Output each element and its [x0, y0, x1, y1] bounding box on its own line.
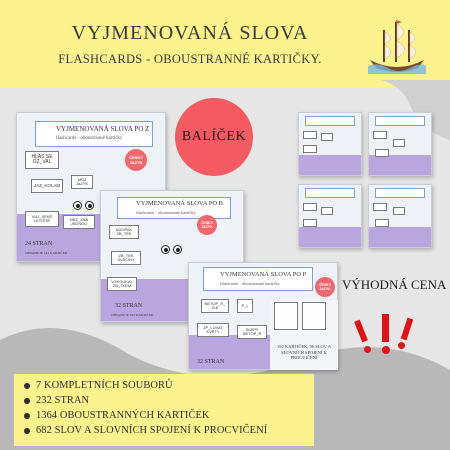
word-card: NEZ_ZNÁ JEDNOU: [63, 215, 95, 229]
card-header: VYJMENOVANÁ SLOVA PO B flashcards - obou…: [117, 197, 231, 219]
card-header: VYJMENOVANÁ SLOVA PO Z flashcards - obou…: [35, 121, 153, 147]
word-card: NETOP_R_ ZIJI: [201, 299, 229, 313]
word-card: SLEPÝ NETOP_R: [237, 325, 267, 339]
lavender-wave: [369, 155, 431, 175]
lavender-wave: [299, 227, 361, 247]
eye-icon: [173, 245, 182, 254]
card-subtitle: flashcards - oboustranné kartičky: [56, 136, 123, 141]
info-box: [14, 374, 314, 446]
card-title: VYJMENOVANÁ SLOVA PO B: [136, 200, 223, 207]
mini-card: [368, 184, 432, 248]
mini-word: [393, 207, 405, 215]
mini-word: [393, 139, 405, 147]
banner-subtitle: FLASHCARDS - OBOUSTRANNÉ KARTIČKY.: [58, 52, 322, 66]
price-label: VÝHODNÁ CENA: [342, 277, 447, 292]
language-badge: ČESKÝ JAZYK: [197, 215, 217, 235]
feature-list: 7 KOMPLETNÍCH SOUBORŮ 232 STRAN 1364 OBO…: [24, 380, 267, 440]
mini-word: [373, 203, 387, 211]
mini-word: [303, 203, 317, 211]
eye-icon: [73, 201, 82, 210]
card-footer-sub: OBSAHUJE 192 KARTIČEK: [111, 313, 154, 317]
word-card: MŮJ JAZYK: [71, 175, 93, 189]
card-footer-right: 192 KARTIČEK, 96 SLOV A SLOVNÍCH SPOJENÍ…: [276, 344, 332, 361]
card-header: VYJMENOVANÁ SLOVA PO P flashcards - obou…: [203, 267, 313, 291]
mini-header: [305, 188, 355, 198]
bundle-badge: BALÍČEK: [175, 98, 253, 176]
corner-shape: [380, 80, 450, 140]
mini-word: [321, 207, 333, 215]
word-card: HLAS SE OZ_VAL: [25, 151, 59, 169]
banner-title: VYJMENOVANÁ SLOVA: [71, 22, 309, 44]
card-title: VYJMENOVANÁ SLOVA PO Z: [56, 125, 150, 133]
mini-sheet: [274, 302, 298, 330]
mini-word: [303, 145, 317, 153]
feature-item: 232 STRAN: [24, 395, 267, 410]
lavender-wave: [299, 155, 361, 175]
word-card: KDOPAK ZB_TEK: [109, 225, 139, 239]
card-footer: 24 STRAN: [25, 241, 53, 247]
eye-icon: [85, 201, 94, 210]
word-card: P_L: [237, 299, 253, 313]
card-footer-sub: OBSAHUJE 144 KARTIČEK: [25, 251, 68, 255]
feature-item: 682 SLOV A SLOVNÍCH SPOJENÍ K PROCVIČENÍ: [24, 425, 267, 440]
mini-card: [368, 112, 432, 176]
mini-header: [305, 116, 355, 126]
mini-card: [298, 184, 362, 248]
word-card: ZP_LOVAT KVĚTY: [197, 323, 229, 337]
mini-sheet: [302, 302, 326, 330]
mini-word: [303, 219, 317, 227]
mini-word: [375, 219, 389, 227]
word-card: ZB_TEK SVAČINY: [111, 251, 141, 265]
language-badge: ČESKÝ JAZYK: [125, 149, 147, 171]
mini-word: [321, 133, 333, 141]
mini-header: [375, 116, 425, 126]
card-footer: 32 STRAN: [197, 359, 225, 365]
card-subtitle: flashcards - oboustranné kartičky: [136, 210, 196, 215]
mini-word: [373, 131, 387, 139]
sailing-ship-icon: [368, 20, 426, 74]
mini-word: [303, 131, 317, 139]
word-card: VYKOUKAL ZB_TKEM: [107, 277, 137, 291]
word-card: VUJ_SEKÉ LETIŠTĚ: [25, 211, 59, 227]
mini-header: [375, 188, 425, 198]
flashcard-preview-p-right: 192 KARTIČEK, 96 SLOV A SLOVNÍCH SPOJENÍ…: [270, 300, 338, 370]
feature-item: 1364 OBOUSTRANNÝCH KARTIČEK: [24, 410, 267, 425]
word-card: JAZ_KOLAM: [31, 179, 63, 193]
mini-card: [298, 112, 362, 176]
lavender-wave: [369, 227, 431, 247]
mini-word: [375, 149, 389, 157]
card-footer: 32 STRAN: [115, 303, 143, 309]
feature-item: 7 KOMPLETNÍCH SOUBORŮ: [24, 380, 267, 395]
card-subtitle: flashcards - oboustranné kartičky: [220, 281, 280, 286]
card-title: VYJMENOVANÁ SLOVA PO P: [220, 271, 307, 278]
eye-icon: [161, 245, 170, 254]
language-badge: ČESKÝ JAZYK: [315, 277, 335, 297]
